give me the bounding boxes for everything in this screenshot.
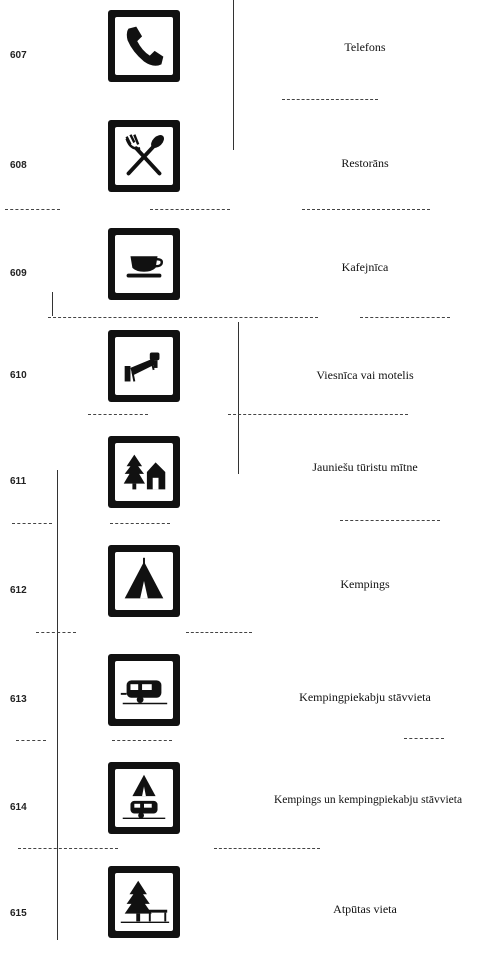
sign-number: 608 (10, 160, 27, 171)
bed-icon (124, 352, 160, 382)
sign-label: Kafejnīca (341, 260, 389, 274)
sign-row: 610 Viesnīca vai motelis (0, 326, 482, 432)
sign-row: 609 Kafejnīca (0, 224, 482, 330)
divider (340, 520, 440, 521)
tent-caravan-icon (122, 774, 166, 820)
vertical-rule (233, 0, 234, 150)
sign-label: Viesnīca vai motelis (316, 368, 414, 382)
sign-row: 607 Telefons (0, 6, 482, 112)
sign-label: Restorāns (341, 156, 389, 170)
sign-plate (108, 654, 180, 726)
divider (112, 740, 172, 741)
divider (36, 632, 76, 633)
sign-number: 612 (10, 585, 27, 596)
sign-row: 615 Atpūtas vieta (0, 862, 482, 968)
divider (88, 414, 148, 415)
sign-row: 608 Restorāns (0, 116, 482, 222)
sign-plate (108, 545, 180, 617)
divider (404, 738, 444, 739)
sign-label: Kempingpiekabju stāvvieta (299, 690, 431, 704)
divider (5, 209, 60, 210)
divider (16, 740, 46, 741)
sign-plate (108, 436, 180, 508)
sign-number: 611 (10, 476, 27, 487)
sign-label: Atpūtas vieta (333, 902, 397, 916)
sign-label: Kempings (340, 577, 390, 591)
divider (186, 632, 252, 633)
coffee-cup-icon (126, 256, 164, 278)
divider (150, 209, 230, 210)
telephone-icon (126, 26, 164, 66)
divider (360, 317, 450, 318)
sign-row: 612 Kempings (0, 541, 482, 647)
tree-house-icon (123, 454, 166, 490)
sign-number: 613 (10, 694, 27, 705)
sign-number: 607 (10, 50, 27, 61)
divider (302, 209, 430, 210)
sign-number: 615 (10, 908, 27, 919)
sign-plate (108, 762, 180, 834)
sign-plate (108, 228, 180, 300)
divider (214, 848, 320, 849)
sign-label: Telefons (344, 40, 386, 54)
sign-number: 609 (10, 268, 27, 279)
sign-plate (108, 120, 180, 192)
sign-plate (108, 330, 180, 402)
sign-label: Jauniešu tūristu mītne (312, 460, 418, 474)
sign-label: Kempings un kempingpiekabju stāvvieta (273, 794, 463, 806)
sign-row: 614 Kempings un kempingpiekabju stāvviet… (0, 758, 482, 864)
sign-row: 611 Jauniešu tūristu mītne (0, 432, 482, 538)
sign-plate (108, 866, 180, 938)
sign-row: 613 Kempingpiekabju stāvvieta (0, 650, 482, 756)
sign-number: 614 (10, 802, 27, 813)
divider (48, 317, 318, 318)
vertical-rule (52, 292, 53, 316)
divider (18, 848, 118, 849)
sign-number: 610 (10, 370, 27, 381)
vertical-rule (57, 470, 58, 940)
caravan-icon (120, 680, 168, 705)
tree-bench-icon (120, 880, 170, 924)
tent-icon (124, 557, 164, 599)
divider (282, 99, 378, 100)
fork-knife-icon (125, 134, 164, 176)
divider (12, 523, 52, 524)
divider (110, 523, 170, 524)
sign-plate (108, 10, 180, 82)
divider (228, 414, 408, 415)
vertical-rule (238, 322, 239, 474)
